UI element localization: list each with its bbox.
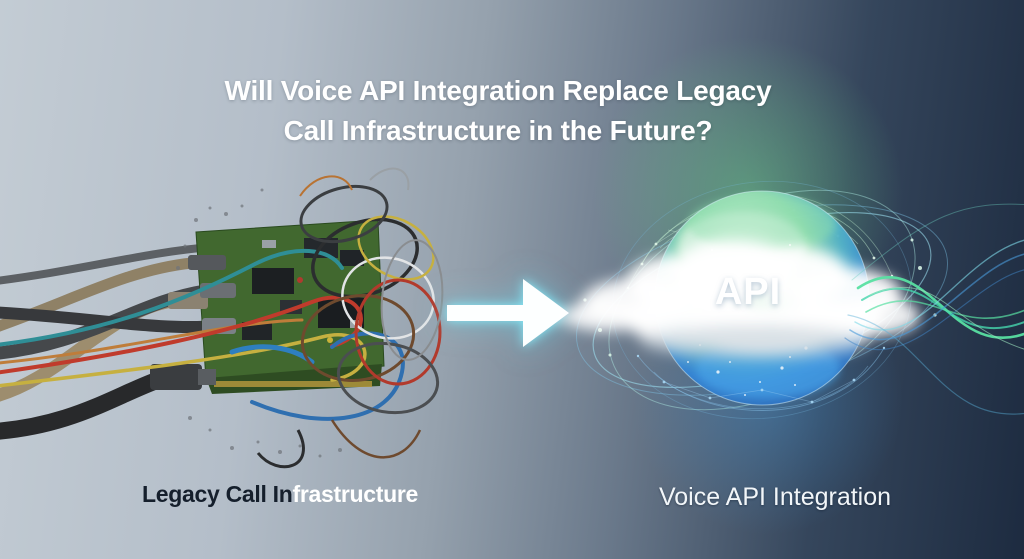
voice-api-integration-label: Voice API Integration [658, 483, 892, 511]
wire-tangle [256, 167, 444, 469]
data-streams [844, 203, 1024, 415]
legacy-label-light-part: frastructure [292, 481, 418, 507]
legacy-circuit-board-image [0, 167, 444, 469]
api-globe-image [555, 37, 1024, 535]
title-line-1: Will Voice API Integration Replace Legac… [224, 74, 772, 106]
page-title: Will Voice API Integration Replace Legac… [0, 71, 1010, 151]
title-line-2: Call Infrastructure in the Future? [283, 114, 713, 146]
debris-particles [176, 188, 342, 458]
legacy-label-dark-part: Legacy Call In [142, 481, 293, 507]
arrow-right-icon [447, 279, 569, 347]
legacy-infrastructure-label: Legacy Call Infrastructure [0, 481, 560, 508]
cloud-shape [555, 240, 920, 359]
cloud-api-label: API [714, 271, 782, 313]
network-dome-lower [636, 346, 886, 411]
